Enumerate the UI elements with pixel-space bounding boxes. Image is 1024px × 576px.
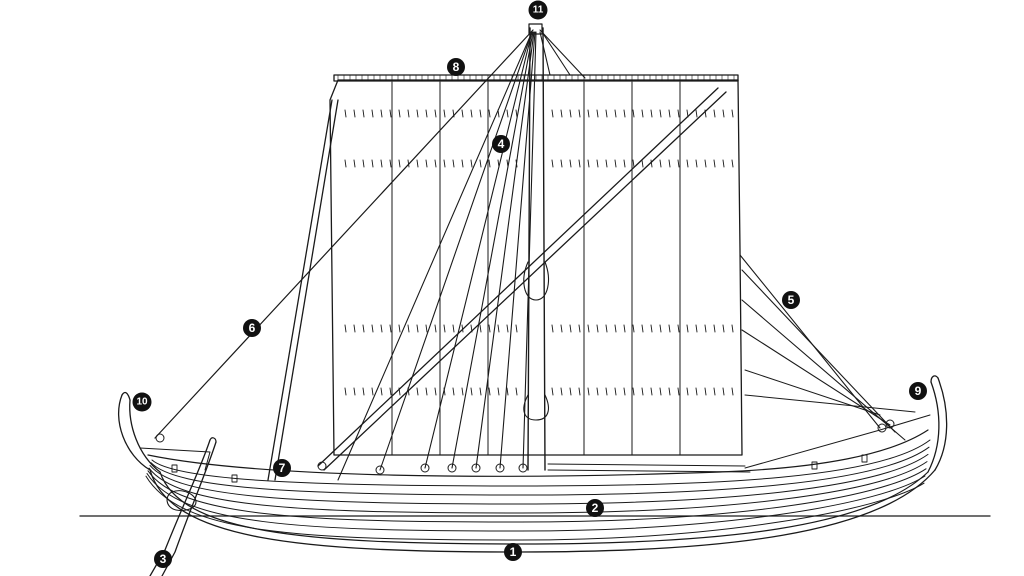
sail — [329, 79, 743, 456]
svg-text:6: 6 — [249, 321, 256, 335]
svg-text:1: 1 — [510, 545, 517, 559]
svg-text:8: 8 — [453, 60, 460, 74]
rigging — [154, 29, 916, 481]
svg-text:3: 3 — [160, 552, 167, 566]
svg-text:7: 7 — [279, 461, 286, 475]
callout-7: 7 — [273, 459, 291, 477]
callout-6: 6 — [243, 319, 261, 337]
hull-strakes — [145, 439, 931, 541]
sail-seams — [391, 81, 681, 456]
callout-4: 4 — [492, 135, 510, 153]
svg-text:5: 5 — [788, 293, 795, 307]
svg-text:9: 9 — [915, 384, 922, 398]
callout-2: 2 — [586, 499, 604, 517]
svg-text:4: 4 — [498, 137, 505, 151]
callout-3: 3 — [154, 550, 172, 568]
svg-text:2: 2 — [592, 501, 599, 515]
reef-points — [344, 109, 734, 396]
callout-1: 1 — [504, 543, 522, 561]
callout-11: 11 — [528, 0, 548, 20]
svg-text:11: 11 — [533, 5, 544, 16]
svg-text:10: 10 — [136, 397, 148, 408]
callout-8: 8 — [447, 58, 465, 76]
steering-oar — [149, 437, 217, 576]
callout-5: 5 — [782, 291, 800, 309]
yard — [333, 74, 739, 82]
callout-10: 10 — [132, 392, 152, 412]
callout-9: 9 — [909, 382, 927, 400]
mast — [523, 23, 549, 471]
